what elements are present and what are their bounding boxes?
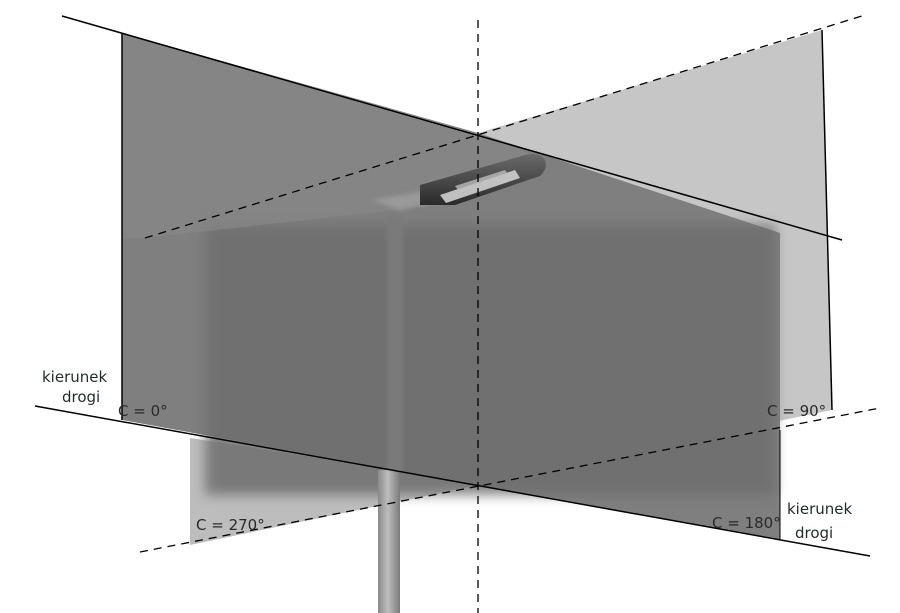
label-c270: C = 270°: [196, 516, 265, 534]
label-c0: C = 0°: [118, 402, 168, 420]
pole-upper: [387, 215, 403, 475]
blur-region: [205, 225, 775, 495]
road-direction-right-line1: kierunek: [787, 500, 852, 518]
road-direction-left-line1: kierunek: [42, 368, 107, 386]
plane-edge-right: [821, 29, 833, 411]
label-c90: C = 90°: [767, 402, 826, 420]
road-direction-right-line2: drogi: [795, 524, 833, 542]
label-c180: C = 180°: [712, 514, 781, 532]
road-direction-left-line2: drogi: [62, 388, 100, 406]
plane-edge-top-left: [61, 15, 843, 241]
plane-edge-bottom-road: [34, 405, 871, 557]
pole-lower: [378, 470, 400, 613]
lamp-led-strip: [440, 170, 520, 203]
lamp-led-strip-2: [455, 170, 508, 190]
